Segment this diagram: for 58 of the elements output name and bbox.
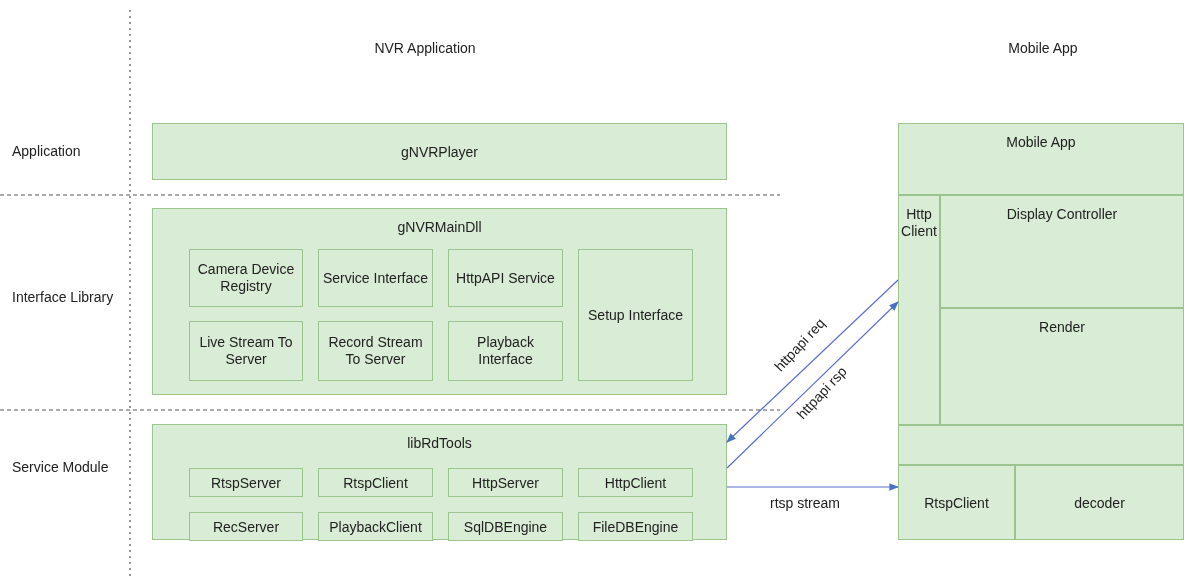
box-label: Http Client <box>900 206 938 240</box>
box-label: HttpClient <box>603 474 668 491</box>
component-box <box>448 321 563 381</box>
component-box <box>578 512 693 541</box>
component-box <box>898 425 1184 465</box>
box-label: Display Controller <box>1005 206 1119 223</box>
box-label: libRdTools <box>406 435 473 452</box>
box-label: FileDBEngine <box>591 518 680 535</box>
component-box <box>578 249 693 381</box>
box-label: SqlDBEngine <box>462 518 549 535</box>
box-label: Live Stream To Server <box>198 334 294 368</box>
box-label: RtspClient <box>923 494 990 511</box>
box-label: Record Stream To Server <box>327 334 424 368</box>
component-box <box>448 249 563 307</box>
text-label: Application <box>12 142 81 160</box>
component-box <box>318 468 433 497</box>
box-label: decoder <box>1073 494 1126 511</box>
text-label: Mobile App <box>1008 39 1078 57</box>
box-label: Camera Device Registry <box>196 261 296 295</box>
arrow <box>726 483 899 491</box>
component-box <box>318 249 433 307</box>
box-label: RecServer <box>211 518 281 535</box>
box-label: Mobile App <box>1005 134 1077 151</box>
component-box <box>189 468 303 497</box>
component-box <box>318 512 433 541</box>
component-box <box>152 123 727 180</box>
component-box <box>448 468 563 497</box>
text-label: Interface Library <box>12 288 114 306</box>
box-label: Playback Interface <box>476 334 535 368</box>
module-box <box>940 308 1184 425</box>
arrow <box>726 301 899 469</box>
module-box <box>898 123 1184 195</box>
box-label: Service Interface <box>321 269 430 287</box>
box-label: RtspServer <box>210 474 282 491</box>
text-label: NVR Application <box>374 39 476 57</box>
component-box <box>898 465 1015 540</box>
component-box <box>448 512 563 541</box>
box-label: HttpAPI Service <box>455 269 556 287</box>
component-box <box>318 321 433 381</box>
component-box <box>1015 465 1184 540</box>
box-label: gNVRPlayer <box>400 143 479 160</box>
component-box <box>189 249 303 307</box>
edge-label: rtsp stream <box>770 494 840 512</box>
container-box <box>152 208 727 395</box>
component-box <box>189 512 303 541</box>
module-box <box>898 195 940 425</box>
container-box <box>152 424 727 540</box>
box-label: HttpServer <box>471 474 540 491</box>
box-label: Setup Interface <box>587 306 684 324</box>
component-box <box>189 321 303 381</box>
box-label: RtspClient <box>342 474 409 491</box>
box-label: gNVRMainDll <box>396 219 483 236</box>
box-label: PlaybackClient <box>328 518 423 535</box>
text-label: Service Module <box>12 458 109 476</box>
component-box <box>578 468 693 497</box>
box-label: Render <box>1038 319 1086 336</box>
module-box <box>940 195 1184 308</box>
arrow <box>726 279 899 443</box>
